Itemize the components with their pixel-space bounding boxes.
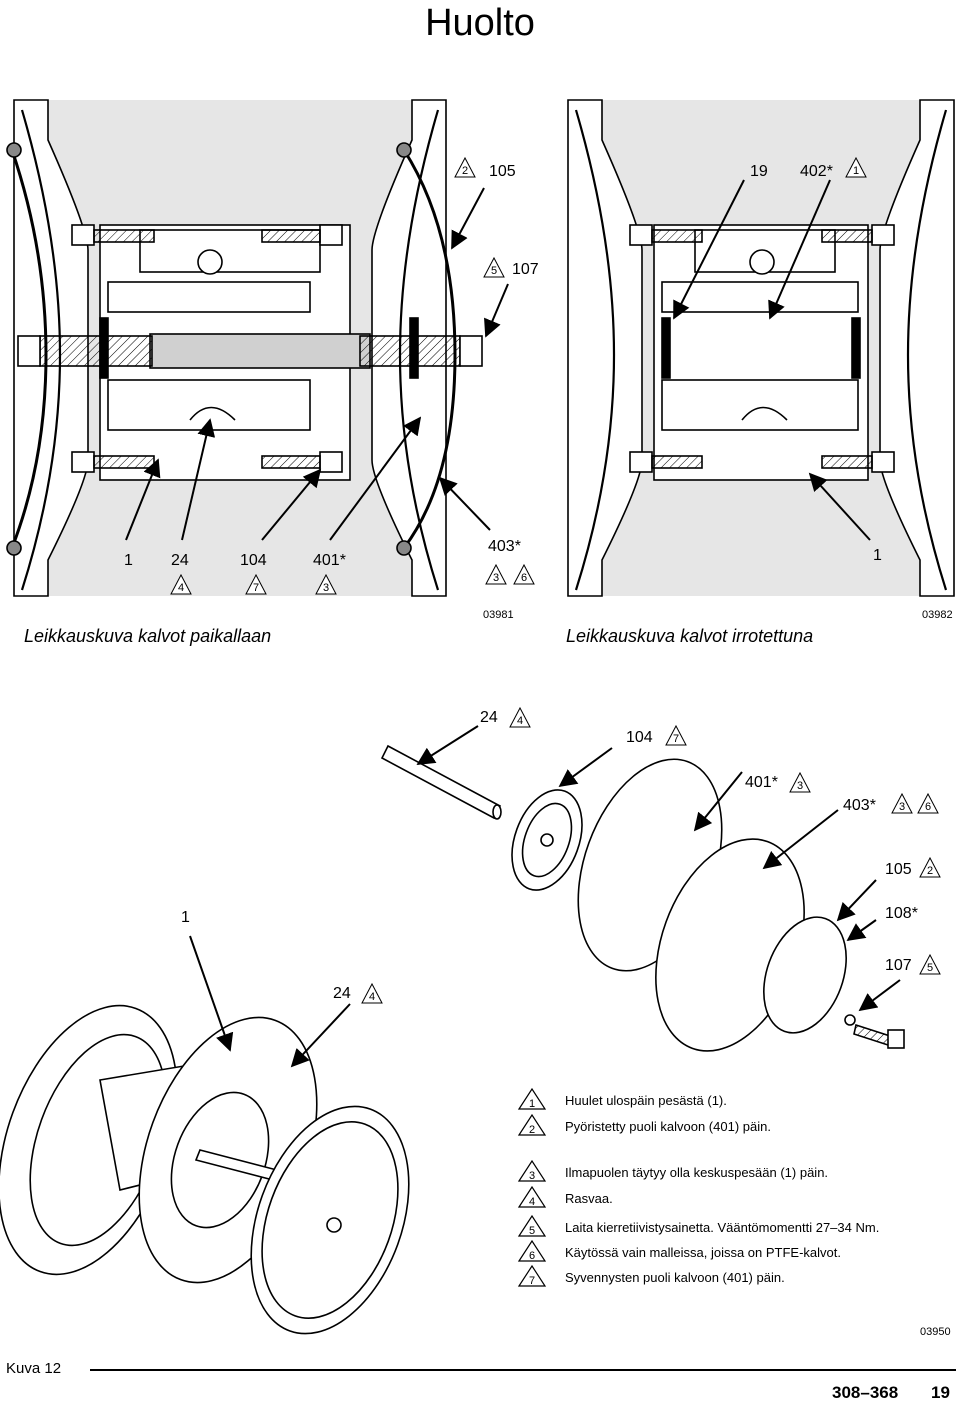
note-text: Syvennysten puoli kalvoon (401) päin. bbox=[565, 1270, 785, 1285]
exploded-callout-401-note: 3 bbox=[797, 780, 803, 792]
warning-triangle-icon: 6 bbox=[517, 1239, 547, 1262]
note-text: Ilmapuolen täytyy olla keskuspesään (1) … bbox=[565, 1165, 829, 1180]
page-number: 19 bbox=[931, 1383, 950, 1402]
note-text: Käytössä vain malleissa, joissa on PTFE-… bbox=[565, 1245, 841, 1260]
exploded-callout-24-left-note: 4 bbox=[369, 991, 375, 1003]
svg-text:7: 7 bbox=[529, 1275, 535, 1287]
right-cross-section bbox=[567, 99, 955, 597]
svg-text:5: 5 bbox=[529, 1225, 535, 1237]
svg-text:6: 6 bbox=[529, 1250, 535, 1262]
warning-triangle-icon: 7 bbox=[517, 1264, 547, 1287]
left-callout-104-note: 7 bbox=[253, 582, 259, 594]
warning-triangle-icon: 2 bbox=[517, 1113, 547, 1136]
left-callout-401-note: 3 bbox=[323, 582, 329, 594]
left-callout-24: 24 bbox=[171, 552, 189, 569]
left-callout-107-note: 5 bbox=[491, 265, 497, 277]
exploded-callout-labels: 24 4 104 7 401* 3 403* 3 6 105 2 1 108* … bbox=[181, 706, 941, 1004]
right-callout-402: 402* bbox=[800, 163, 833, 180]
left-cross-section bbox=[6, 99, 483, 597]
note-text: Huulet ulospäin pesästä (1). bbox=[565, 1093, 727, 1108]
exploded-callout-107-note: 5 bbox=[927, 962, 933, 974]
page-title: Huolto bbox=[425, 2, 535, 44]
warning-triangle-icon: 4 bbox=[517, 1185, 547, 1208]
left-callout-107: 107 bbox=[512, 261, 539, 278]
exploded-figure-number: 03950 bbox=[920, 1326, 951, 1338]
warning-triangle-icon: 5 bbox=[517, 1214, 547, 1237]
exploded-callout-403-note-b: 6 bbox=[925, 801, 931, 813]
right-callout-1: 1 bbox=[873, 547, 882, 564]
right-callout-19: 19 bbox=[750, 163, 768, 180]
exploded-callout-105-note: 2 bbox=[927, 865, 933, 877]
warning-triangle-icon: 3 bbox=[517, 1159, 547, 1182]
left-callout-104: 104 bbox=[240, 552, 267, 569]
left-callout-105-note: 2 bbox=[462, 165, 468, 177]
right-callout-402-note: 1 bbox=[853, 165, 859, 177]
exploded-callout-401: 401* bbox=[745, 774, 778, 791]
left-callout-arrows bbox=[125, 187, 509, 541]
left-callout-403: 403* bbox=[488, 538, 521, 555]
exploded-callout-104: 104 bbox=[626, 729, 653, 746]
right-figure-number: 03982 bbox=[922, 609, 953, 621]
exploded-callout-arrows bbox=[189, 725, 901, 1068]
right-caption: Leikkauskuva kalvot irrotettuna bbox=[566, 626, 814, 646]
exploded-callout-24-left: 24 bbox=[333, 985, 351, 1002]
left-callout-401: 401* bbox=[313, 552, 346, 569]
svg-text:3: 3 bbox=[529, 1170, 535, 1182]
left-callout-1: 1 bbox=[124, 552, 133, 569]
left-figure-number: 03981 bbox=[483, 609, 514, 621]
svg-text:4: 4 bbox=[529, 1196, 535, 1208]
exploded-callout-107: 107 bbox=[885, 957, 912, 974]
svg-text:1: 1 bbox=[529, 1098, 535, 1110]
left-callout-403-note-a: 3 bbox=[493, 572, 499, 584]
exploded-callout-403: 403* bbox=[843, 797, 876, 814]
right-callout-arrows bbox=[673, 179, 871, 541]
figure-label: Kuva 12 bbox=[6, 1360, 62, 1377]
exploded-view bbox=[0, 744, 905, 1335]
exploded-callout-108: 108* bbox=[885, 905, 918, 922]
left-callout-403-note-b: 6 bbox=[521, 572, 527, 584]
exploded-callout-105: 105 bbox=[885, 861, 912, 878]
left-callout-labels: 2 105 5 107 1 24 4 104 7 401* 3 403* 3 6 bbox=[124, 156, 539, 595]
right-callout-labels: 19 402* 1 1 bbox=[750, 156, 882, 564]
exploded-callout-24: 24 bbox=[480, 709, 498, 726]
footer-divider bbox=[90, 1369, 956, 1371]
svg-text:2: 2 bbox=[529, 1124, 535, 1136]
left-callout-24-note: 4 bbox=[178, 582, 184, 594]
note-text: Rasvaa. bbox=[565, 1191, 613, 1206]
left-callout-105: 105 bbox=[489, 163, 516, 180]
note-text: Laita kierretiivistysainetta. Vääntömome… bbox=[565, 1220, 880, 1235]
exploded-callout-104-note: 7 bbox=[673, 733, 679, 745]
exploded-callout-24-note: 4 bbox=[517, 715, 523, 727]
document-number: 308–368 bbox=[832, 1383, 899, 1402]
exploded-callout-1: 1 bbox=[181, 909, 190, 926]
warning-triangle-icon: 1 bbox=[517, 1087, 547, 1110]
left-caption: Leikkauskuva kalvot paikallaan bbox=[24, 626, 272, 646]
exploded-callout-403-note-a: 3 bbox=[899, 801, 905, 813]
note-text: Pyöristetty puoli kalvoon (401) päin. bbox=[565, 1119, 771, 1134]
